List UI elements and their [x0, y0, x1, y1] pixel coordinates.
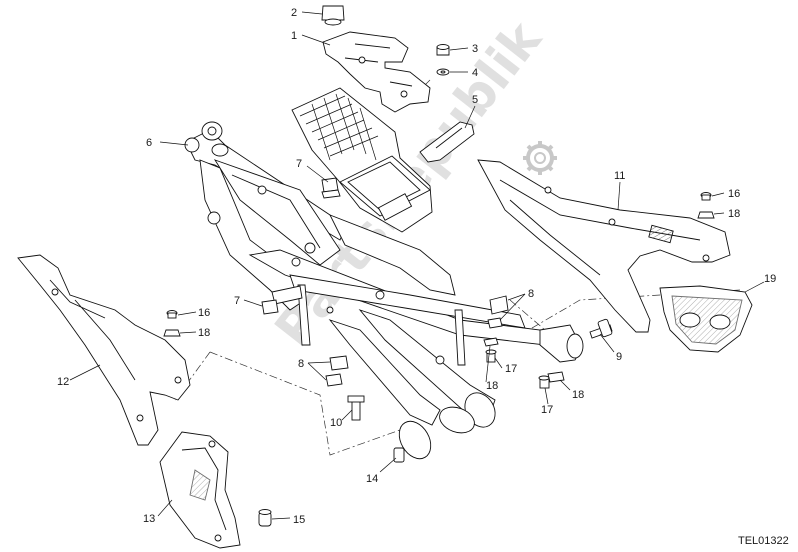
callouts: 2 1 3 4 5 6 7 11 16 18 19 7 8 16 18 9 12…	[57, 7, 776, 526]
part-7-clip-lower	[261, 299, 279, 315]
gear-icon	[523, 141, 557, 175]
callout-5: 5	[472, 94, 478, 106]
callout-12: 12	[57, 376, 69, 388]
callout-7-upper: 7	[296, 158, 302, 170]
fasteners	[163, 177, 715, 463]
callout-14: 14	[366, 473, 378, 485]
part-14-insert	[393, 447, 405, 463]
part-8-clip-left	[325, 355, 349, 387]
part-11-right-panel	[477, 159, 731, 333]
callout-19: 19	[764, 273, 776, 285]
part-1-bracket	[322, 31, 431, 113]
part-12-left-panel	[17, 254, 191, 446]
part-19-tail-housing	[659, 285, 753, 353]
callout-3: 3	[472, 43, 478, 55]
part-18-nut-right	[697, 211, 715, 219]
part-13-lower-cover	[159, 431, 241, 549]
part-17-screw-b	[538, 375, 550, 389]
part-18-nut-left	[163, 329, 181, 337]
part-16-screw-right	[700, 192, 712, 201]
callout-8-right: 8	[528, 288, 534, 300]
callout-16-left: 16	[198, 307, 210, 319]
part-4-washer	[436, 68, 450, 76]
callout-11: 11	[614, 170, 625, 182]
part-9-bolt	[589, 318, 613, 339]
part-18-nut-b	[547, 371, 565, 383]
part-7-clip-upper	[321, 177, 341, 199]
part-3-screw	[436, 44, 450, 56]
callout-4: 4	[472, 67, 478, 79]
part-2-nut	[321, 5, 345, 26]
callout-2: 2	[291, 7, 297, 19]
callout-15: 15	[293, 514, 305, 526]
callout-18-b: 18	[572, 389, 584, 401]
callout-7-lower: 7	[234, 295, 240, 307]
drawing-code: TEL01322	[738, 535, 789, 547]
callout-17-b: 17	[541, 404, 553, 416]
callout-18-left: 18	[198, 327, 210, 339]
callout-18-a: 18	[486, 380, 498, 392]
callout-9: 9	[616, 351, 622, 363]
part-8-clip-right	[487, 295, 509, 329]
callout-6: 6	[146, 137, 152, 149]
part-18-nut-a	[483, 337, 499, 347]
callout-18-right: 18	[728, 208, 740, 220]
part-17-screw-a	[485, 349, 497, 363]
electronics-tray	[291, 87, 433, 233]
part-5-clip	[419, 121, 475, 163]
callout-16-right: 16	[728, 188, 740, 200]
callout-8-left: 8	[298, 358, 304, 370]
callout-17-a: 17	[505, 363, 517, 375]
rear-frame	[184, 121, 584, 460]
callout-13: 13	[143, 513, 155, 525]
part-16-screw-left	[166, 310, 178, 319]
callout-10: 10	[330, 417, 342, 429]
leader-lines	[69, 11, 765, 520]
callout-1: 1	[291, 30, 297, 42]
part-15-grommet	[258, 509, 272, 527]
part-10-bolt	[347, 395, 365, 421]
